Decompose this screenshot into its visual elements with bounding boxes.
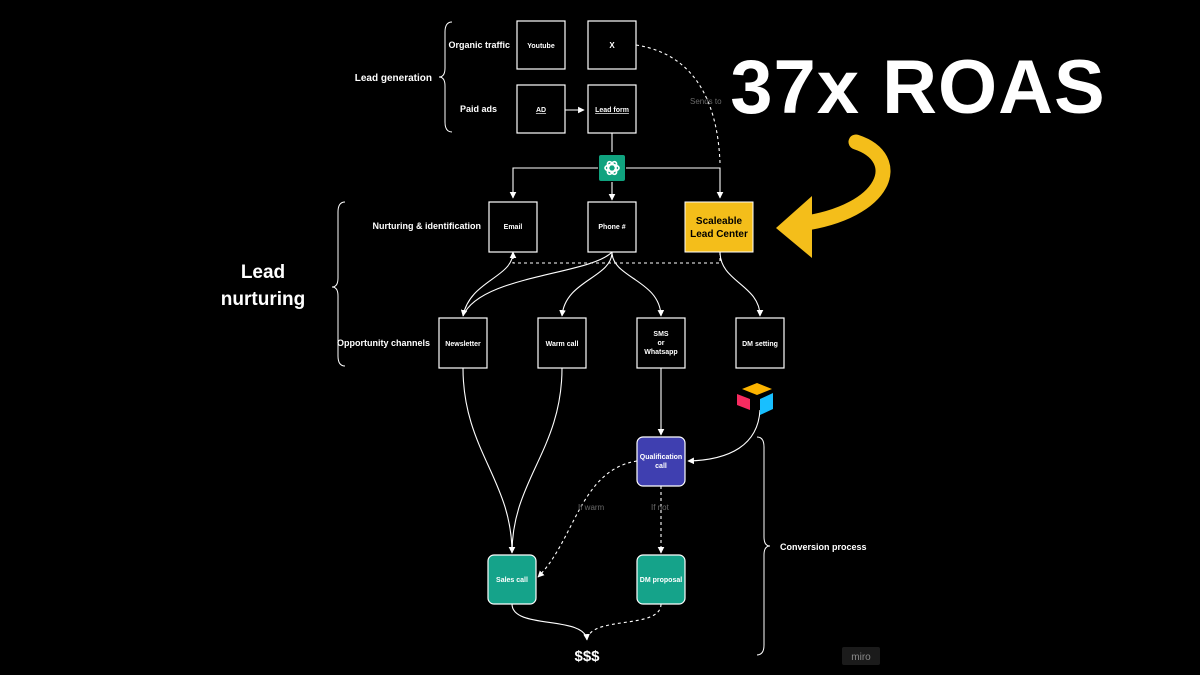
conversion-process-label: Conversion process <box>780 542 867 552</box>
miro-watermark-label: miro <box>851 652 871 663</box>
node-warm-call-label: Warm call <box>546 341 579 348</box>
node-qualification-line2: call <box>655 463 667 470</box>
node-x-label: X <box>609 41 615 50</box>
node-sms-line3: Whatsapp <box>644 349 677 356</box>
node-dm-setting[interactable]: DM setting <box>735 317 785 369</box>
node-lead-form[interactable]: Lead form <box>587 84 637 134</box>
node-dm-proposal[interactable]: DM proposal <box>636 554 686 605</box>
edge-warmcall-salescall <box>511 367 563 554</box>
organic-traffic-label: Organic traffic <box>448 40 510 50</box>
node-sms-line1: SMS <box>653 331 669 338</box>
node-warm-call[interactable]: Warm call <box>537 317 587 369</box>
opportunity-channels-label: Opportunity channels <box>337 338 430 348</box>
edge-leadcenter-dmsetting <box>719 251 764 317</box>
sends-to-label: Sends to <box>690 97 722 106</box>
node-ad-label: AD <box>536 107 546 114</box>
node-x[interactable]: X <box>587 20 637 70</box>
curved-arrow-icon <box>776 134 891 258</box>
edge-ai-leadcenter <box>626 167 724 199</box>
headline: 37x ROAS <box>730 45 1106 130</box>
node-sales-call[interactable]: Sales call <box>487 554 537 605</box>
edges <box>460 44 764 641</box>
edge-ai-email <box>509 167 598 199</box>
lead-generation-label: Lead generation <box>355 73 432 84</box>
node-scaleable-lead-center[interactable]: Scaleable Lead Center <box>684 201 754 253</box>
node-newsletter-label: Newsletter <box>445 341 481 348</box>
if-not-label: If not <box>651 503 670 512</box>
node-phone[interactable]: Phone # <box>587 201 637 253</box>
node-sms-line2: or <box>658 340 665 347</box>
node-sales-call-label: Sales call <box>496 577 528 584</box>
edge-email-newsletter <box>460 251 514 317</box>
edge-phone-warmcall <box>559 251 613 317</box>
if-warm-label: If warm <box>578 503 605 512</box>
lead-generation-brace <box>438 21 453 133</box>
node-dm-proposal-label: DM proposal <box>640 577 682 584</box>
node-ad[interactable]: AD <box>516 84 566 134</box>
node-newsletter[interactable]: Newsletter <box>438 317 488 369</box>
node-email-label: Email <box>504 224 523 231</box>
node-dm-setting-label: DM setting <box>742 341 778 348</box>
miro-watermark: miro <box>842 647 880 665</box>
paid-ads-label: Paid ads <box>460 104 497 114</box>
node-lead-center-line2: Lead Center <box>690 229 748 240</box>
conversion-process-brace <box>756 436 771 656</box>
lead-nurturing-label-line1: Lead <box>241 262 285 283</box>
edge-phone-newsletter <box>462 251 613 317</box>
node-email[interactable]: Email <box>488 201 538 253</box>
node-qualification-call[interactable]: Qualification call <box>636 436 686 487</box>
result-label: $$$ <box>574 648 600 665</box>
edge-dmproposal-result <box>586 603 662 641</box>
edge-salescall-result <box>511 603 590 641</box>
lead-nurturing-brace <box>331 201 346 367</box>
node-lead-form-label: Lead form <box>595 107 629 114</box>
edge-phone-sms <box>611 251 665 317</box>
node-phone-label: Phone # <box>598 224 625 231</box>
edge-leadcenter-email <box>509 251 721 264</box>
edge-x-leadcenter <box>635 44 721 164</box>
airtable-icon <box>737 383 773 415</box>
openai-icon <box>599 155 625 181</box>
node-youtube[interactable]: Youtube <box>516 20 566 70</box>
node-qualification-line1: Qualification <box>640 454 682 461</box>
lead-nurturing-label-line2: nurturing <box>221 289 305 310</box>
edge-newsletter-salescall <box>462 367 516 554</box>
node-lead-center-line1: Scaleable <box>696 216 743 227</box>
node-sms-whatsapp[interactable]: SMS or Whatsapp <box>636 317 686 369</box>
nurturing-identification-label: Nurturing & identification <box>373 221 482 231</box>
node-youtube-label: Youtube <box>527 43 555 50</box>
edge-dmsetting-qualification <box>687 409 761 465</box>
edge-qualification-salescall <box>537 460 638 578</box>
